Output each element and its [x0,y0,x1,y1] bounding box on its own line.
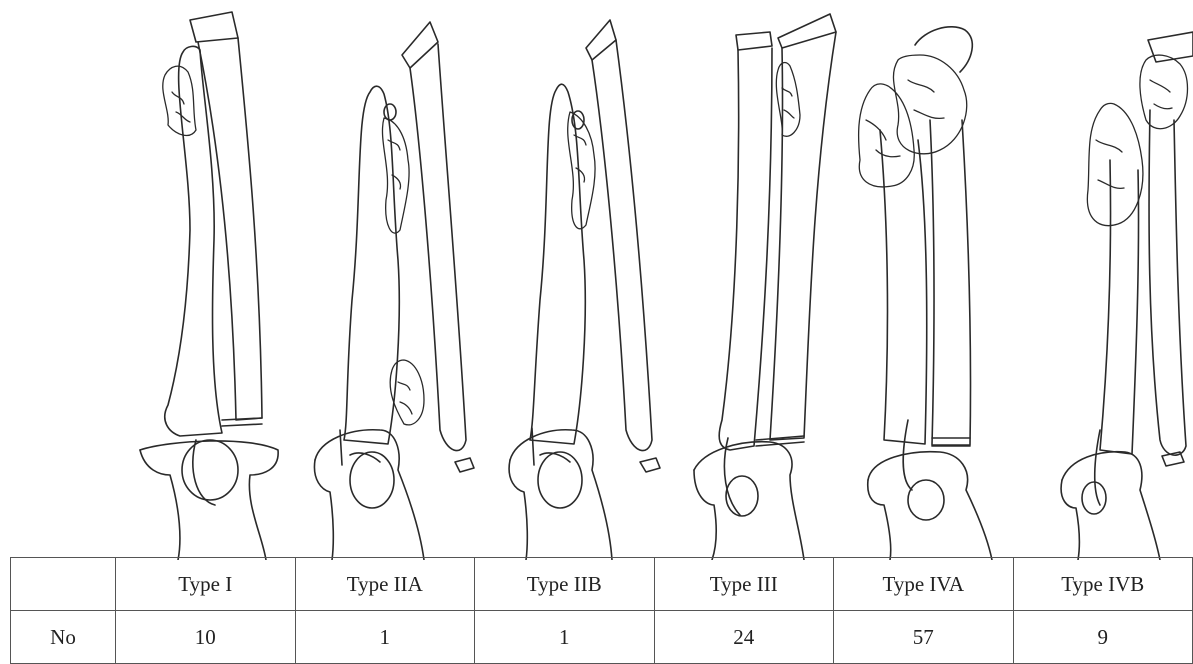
table-header-cell [11,558,116,611]
row-label-cell: No [11,611,116,664]
table-header-cell: Type IVB [1013,558,1193,611]
type-iii-illustration [694,14,836,560]
table-cell: 1 [475,611,655,664]
type-iia-illustration [314,22,474,560]
table-cell: 24 [654,611,834,664]
type-ivb-illustration [1061,32,1193,560]
type-iva-illustration [859,27,992,560]
table-header-cell: Type III [654,558,834,611]
table-header-cell: Type I [116,558,296,611]
table-cell: 1 [295,611,475,664]
table-cell: 9 [1013,611,1193,664]
type-iib-illustration [509,20,660,560]
type-i-illustration [140,12,278,560]
table-cell: 10 [116,611,296,664]
bone-illustrations [0,0,1193,560]
table-header-cell: Type IIB [475,558,655,611]
type-count-table: Type I Type IIA Type IIB Type III Type I… [10,557,1193,664]
table-row: No 10 1 1 24 57 9 [11,611,1193,664]
table-header-cell: Type IIA [295,558,475,611]
table-cell: 57 [834,611,1014,664]
table-header-cell: Type IVA [834,558,1014,611]
table-header-row: Type I Type IIA Type IIB Type III Type I… [11,558,1193,611]
